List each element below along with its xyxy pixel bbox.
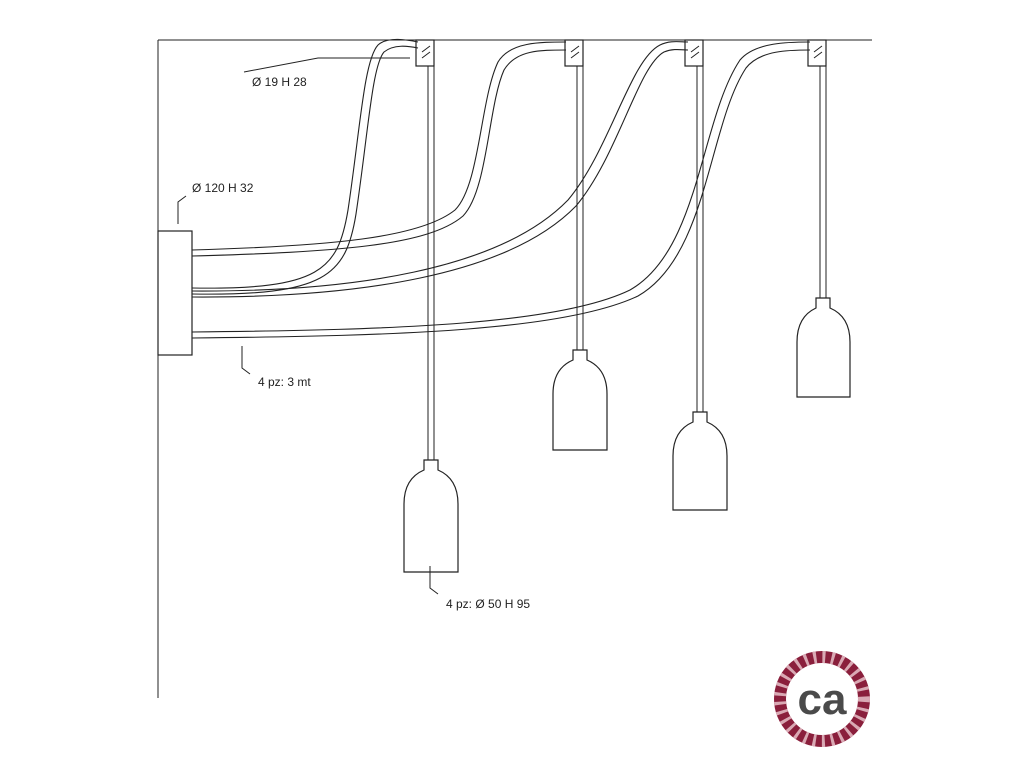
ceiling-hooks: [415, 39, 827, 67]
leader-lamp-holder: [429, 566, 439, 595]
label-cable-length: 4 pz: 3 mt: [258, 375, 311, 389]
brand-logo: ca: [774, 651, 870, 747]
cable-4-inner: [191, 49, 811, 339]
lamp-holder-3: [672, 411, 728, 511]
cable-1-inner: [191, 45, 419, 295]
label-ceiling-cup: Ø 19 H 28: [252, 75, 307, 89]
label-lamp-holder: 4 pz: Ø 50 H 95: [446, 597, 530, 611]
leader-ceiling-cup: [243, 57, 410, 73]
cable-1: [191, 38, 419, 289]
ceiling-rose: [157, 230, 193, 356]
logo-inner-disc: [787, 664, 857, 734]
lamp-holder-1: [403, 459, 459, 573]
drop-cords: [427, 66, 827, 460]
lamp-holder-4: [796, 297, 851, 398]
label-rose: Ø 120 H 32: [192, 181, 254, 195]
cables: [191, 38, 811, 339]
cable-3-inner: [191, 48, 689, 298]
leader-cable-length: [241, 346, 251, 375]
cable-4: [191, 41, 811, 333]
cable-2-inner: [191, 49, 567, 257]
ceiling-hook-2: [564, 39, 584, 67]
lamp-holder-2: [552, 349, 608, 451]
lamp-holders: [403, 297, 851, 573]
cable-2: [191, 41, 567, 251]
cable-3: [191, 41, 689, 292]
ceiling-hook-4: [807, 39, 827, 67]
leader-rose: [177, 195, 187, 224]
logo-rope-stripe: [774, 651, 870, 747]
ceiling-hook-1: [415, 39, 435, 67]
ceiling-hook-3: [684, 39, 704, 67]
logo-text: ca: [798, 675, 847, 724]
